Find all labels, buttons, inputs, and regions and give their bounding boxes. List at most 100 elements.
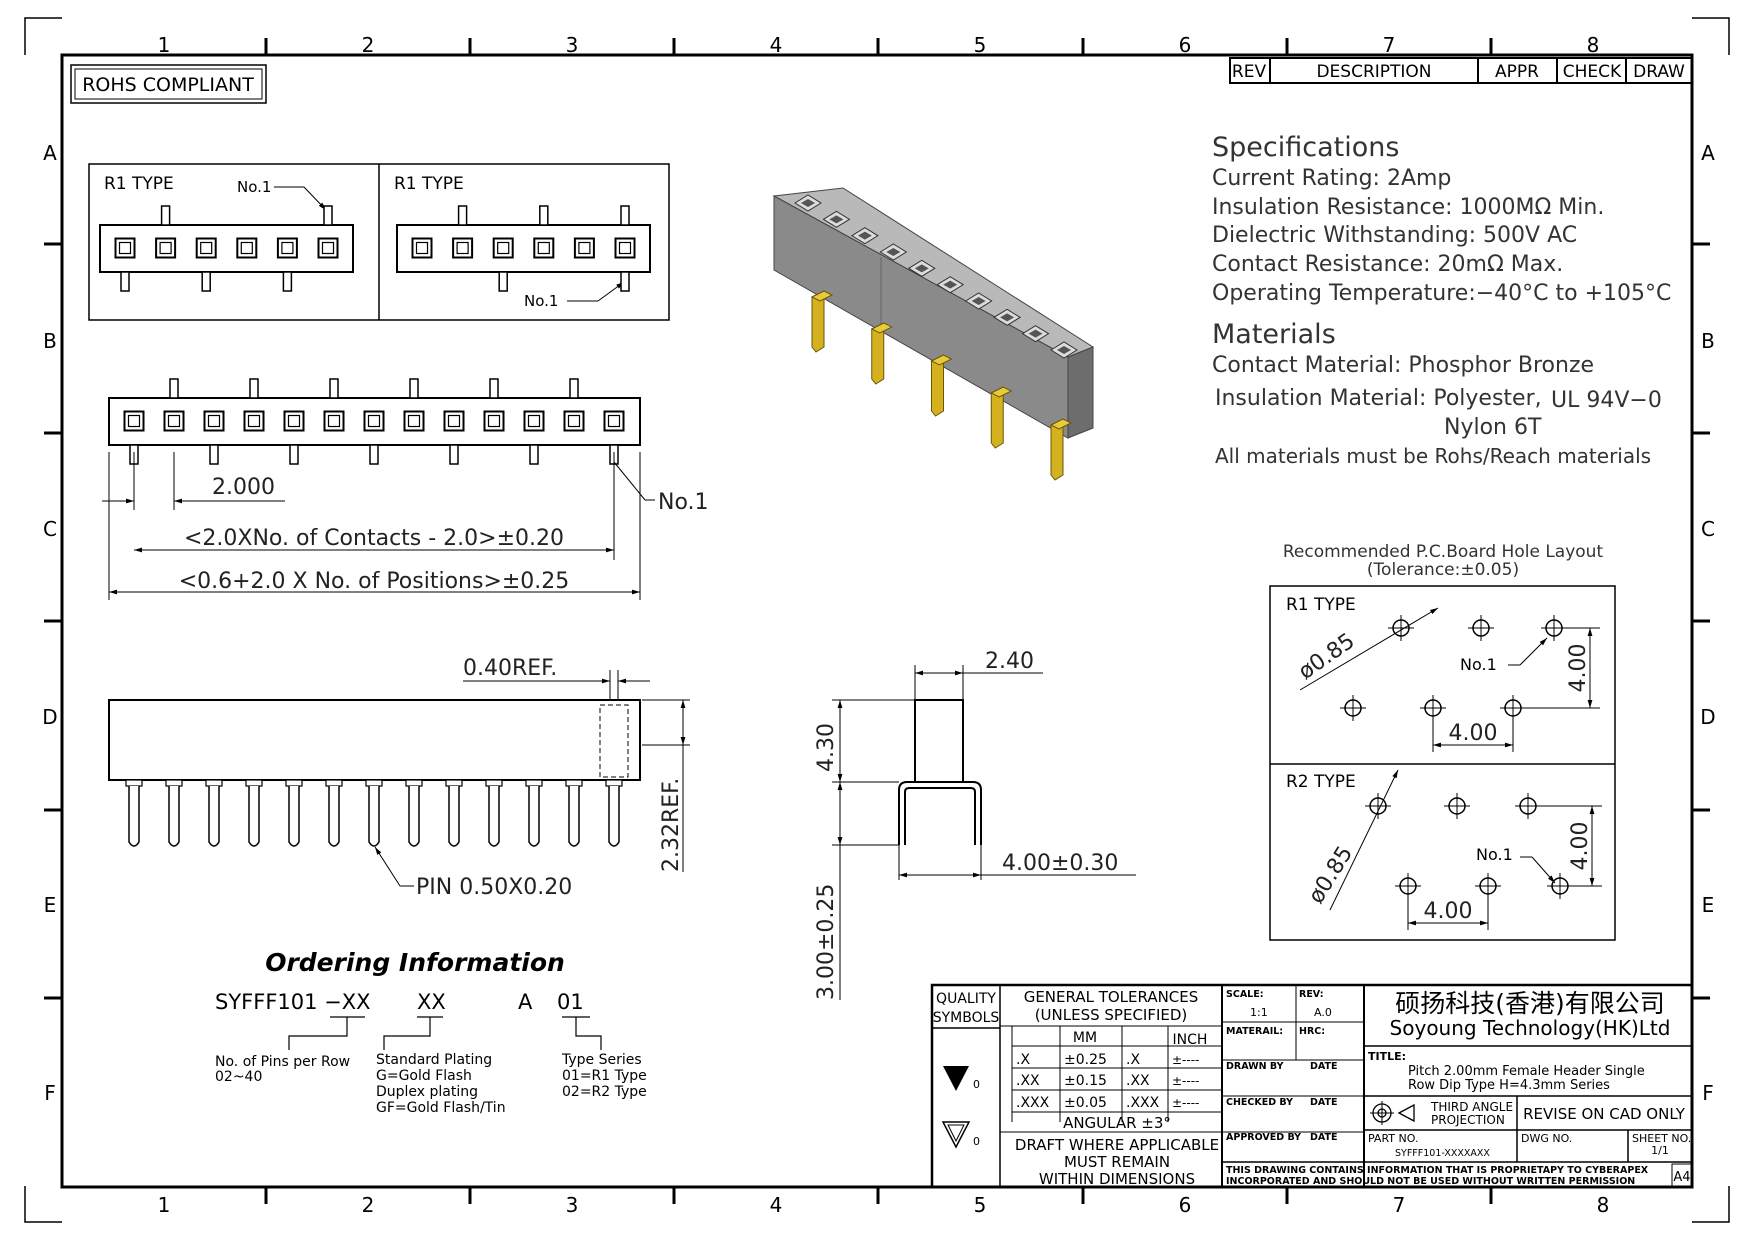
col-label-bottom-5: 5 (974, 1193, 987, 1217)
materials-ul: UL 94V−0 (1551, 388, 1662, 413)
proprietary-note-2: INCORPORATED AND SHOULD NOT BE USED WITH… (1226, 1176, 1635, 1187)
sheet-value: 1/1 (1651, 1144, 1669, 1157)
draw-header: DRAW (1633, 62, 1685, 82)
finish-value-b: 0 (973, 1135, 980, 1148)
tol-row1-in-v: ±---- (1172, 1053, 1199, 1067)
row-label-right-a: A (1701, 141, 1715, 165)
part-no-value: SYFFF101-XXXXAXX (1395, 1148, 1490, 1159)
pin-tail (608, 786, 620, 847)
contact-square-inner (527, 414, 541, 428)
pin-standoff (445, 779, 463, 787)
pin-tab-down (369, 444, 379, 465)
iso-hole-inner (1000, 313, 1015, 322)
top-view-r1-right (396, 205, 651, 292)
pin-tab-up (160, 205, 171, 226)
housing-outline (99, 224, 354, 273)
row-label-right-d: D (1700, 705, 1715, 729)
col-label-bottom-1: 1 (158, 1193, 171, 1217)
col-label-top-8: 8 (1587, 33, 1600, 57)
tol-row2-mm-k: .XX (1016, 1073, 1040, 1089)
pin-tail (528, 786, 540, 847)
contact-square (363, 410, 385, 432)
row-label-right-c: C (1701, 517, 1715, 541)
tol-row3-mm-k: .XXX (1016, 1095, 1050, 1111)
symbols-label: SYMBOLS (933, 1010, 1000, 1026)
draft-line-2: MUST REMAIN (1064, 1153, 1170, 1171)
contact-square (563, 410, 585, 432)
no1-right-label: No.1 (524, 292, 558, 310)
r1-right-label: R1 TYPE (394, 174, 464, 194)
iso-pin-bend (810, 290, 834, 302)
part-no-label: PART NO. (1368, 1132, 1418, 1145)
pin-tail (488, 786, 500, 847)
pcb-r1-pitch-y: 4.00 (1566, 644, 1591, 693)
contact-square (573, 237, 595, 259)
iso-hole-inner (914, 264, 929, 273)
spec-line-5: Operating Temperature:−40°C to +105°C (1212, 281, 1671, 306)
contact-square (523, 410, 545, 432)
contact-square-inner (321, 241, 335, 255)
hidden-contact (599, 704, 629, 778)
pin-tab-down (620, 271, 630, 292)
contact-square (603, 410, 625, 432)
pitch-dimension: 2.000 (212, 475, 275, 500)
rohs-text: ROHS COMPLIANT (82, 74, 254, 96)
pin-tab-up (409, 378, 419, 399)
quality-label: QUALITY (936, 991, 996, 1007)
contact-square-inner (578, 241, 591, 255)
pcb-r2-pitch-x: 4.00 (1424, 899, 1473, 924)
plating-1: G=Gold Flash (376, 1068, 472, 1084)
contact-square-inner (407, 414, 421, 428)
height-300-dimension: 3.00±0.25 (814, 884, 839, 1000)
contact-square (243, 410, 265, 432)
contact-square (283, 410, 305, 432)
specifications-block: Specifications Current Rating: 2Amp Insu… (1212, 132, 1671, 468)
materials-note: All materials must be Rohs/Reach materia… (1215, 444, 1651, 468)
r1-left-label: R1 TYPE (104, 174, 174, 194)
pin-tab-up (620, 205, 630, 226)
row-label-left-f: F (44, 1081, 56, 1105)
zone-labels: 1 2 3 4 5 6 7 8 1 2 3 4 5 6 7 8 A B C D … (42, 33, 1715, 1217)
pin-tab-up (489, 378, 499, 399)
contact-square-inner (456, 241, 469, 255)
positions-dimension: <0.6+2.0 X No. of Positions>±0.25 (179, 569, 570, 594)
iso-pin-bend (990, 386, 1013, 398)
iso-hole-inner (829, 215, 844, 224)
scale-label: SCALE: (1226, 989, 1264, 1000)
iso-hole-inner (801, 199, 815, 207)
pin-tab-down (209, 444, 219, 465)
rev-header: REV (1232, 62, 1267, 82)
ordering-title: Ordering Information (265, 948, 565, 977)
pcb-r2-pitch-y: 4.00 (1568, 822, 1593, 871)
pin-tail (568, 786, 580, 847)
col-label-top-6: 6 (1179, 33, 1192, 57)
iso-contact-holes (794, 194, 1078, 359)
pcb-r2-no1: No.1 (1476, 845, 1513, 864)
pin-standoff (245, 779, 263, 787)
pcb-title: Recommended P.C.Board Hole Layout (1283, 542, 1604, 562)
checked-by-label: CHECKED BY (1226, 1097, 1293, 1108)
scale-value: 1:1 (1250, 1006, 1268, 1019)
no1-long-label: No.1 (658, 490, 709, 515)
contact-square-inner (159, 241, 172, 255)
drawn-by-label: DRAWN BY (1226, 1061, 1284, 1072)
title-line-2: Row Dip Type H=4.3mm Series (1408, 1078, 1610, 1093)
col-label-bottom-4: 4 (770, 1193, 783, 1217)
pin-standoff (285, 779, 303, 787)
top-views-frame: R1 TYPE R1 TYPE No.1 No.1 (88, 163, 670, 321)
connector-3d-render (772, 187, 1095, 481)
plating-title: Standard Plating (376, 1052, 492, 1068)
pcb-r1-no1: No.1 (1460, 655, 1497, 674)
contact-square (403, 410, 425, 432)
pin-tab-down (498, 271, 508, 292)
pins-title: No. of Pins per Row (215, 1054, 350, 1070)
contact-square-inner (281, 241, 294, 255)
rev-label: REV: (1299, 989, 1324, 1000)
type-title: Type Series (561, 1052, 642, 1068)
contact-square-inner (207, 414, 221, 428)
tol-row3-in-v: ±---- (1172, 1096, 1199, 1110)
materials-contact: Contact Material: Phosphor Bronze (1212, 353, 1594, 378)
pin-tab-down (449, 444, 459, 465)
contact-square-inner (327, 414, 341, 428)
row-label-left-e: E (44, 893, 57, 917)
